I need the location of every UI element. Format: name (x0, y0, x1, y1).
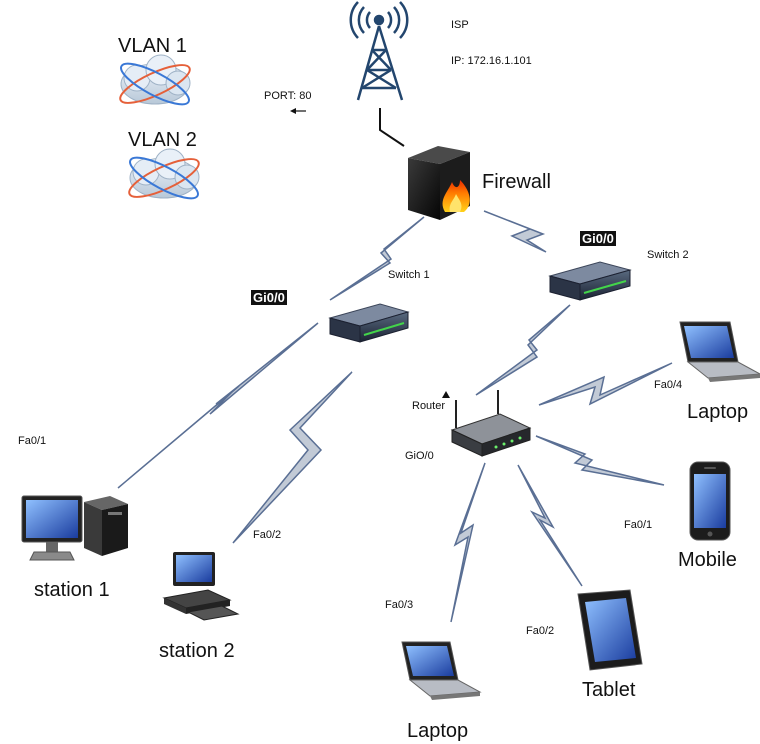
switch2-icon (548, 261, 632, 301)
laptop-right-port-label: Fa0/4 (654, 379, 683, 391)
mobile-icon (689, 461, 731, 541)
firewall-icon (408, 146, 470, 220)
router-label: Router (412, 400, 446, 412)
switch1-label: Switch 1 (388, 269, 430, 281)
vlan1-label: VLAN 1 (118, 35, 187, 57)
switch2-label: Switch 2 (647, 249, 689, 261)
firewall-label: Firewall (482, 171, 551, 193)
switch1-port-label: Gi0/0 (251, 290, 287, 305)
laptop-bottom-label: Laptop (407, 720, 469, 742)
router-icon (450, 390, 532, 457)
link-firewall-switch1 (329, 216, 425, 301)
link-firewall-switch2 (483, 210, 547, 253)
mobile-port-label: Fa0/1 (624, 519, 653, 531)
router-port-label: GiO/0 (405, 450, 434, 462)
station2-port-label: Fa0/2 (253, 529, 282, 541)
vlan2-cloud-icon (128, 148, 200, 200)
isp-firewall-cable (379, 108, 405, 147)
router-marker-icon (442, 391, 450, 398)
link-router-laptop-right (538, 362, 673, 406)
link-router-mobile (535, 435, 665, 486)
station1-port-label: Fa0/1 (18, 435, 47, 447)
port-arrow-icon (290, 108, 306, 114)
laptop-bottom-port-label: Fa0/3 (385, 599, 414, 611)
station2-icon (162, 552, 240, 621)
laptop-right-icon (679, 321, 760, 382)
station1-icon (21, 495, 128, 561)
tablet-port-label: Fa0/2 (526, 625, 555, 637)
switch2-port-label: Gi0/0 (580, 231, 616, 246)
laptop-right-label: Laptop (687, 401, 749, 423)
link-router-laptop-bottom (450, 462, 486, 623)
vlan2-label: VLAN 2 (128, 129, 197, 151)
vlan1-cloud-icon (119, 54, 191, 106)
station2-label: station 2 (159, 640, 235, 662)
tablet-label: Tablet (582, 679, 636, 701)
link-switch1-station1 (117, 322, 319, 489)
isp-label: ISP (451, 19, 469, 31)
isp-ip-label: IP: 172.16.1.101 (451, 55, 532, 67)
isp-tower-icon (349, 1, 409, 101)
link-router-tablet (517, 464, 583, 587)
station1-label: station 1 (34, 579, 110, 601)
link-switch1-station2 (232, 371, 353, 544)
link-switch2-router (475, 304, 571, 396)
mobile-label: Mobile (678, 549, 737, 571)
port-label: PORT: 80 (264, 90, 312, 102)
laptop-bottom-icon (401, 641, 482, 700)
switch1-icon (328, 303, 410, 343)
tablet-icon (577, 589, 643, 671)
